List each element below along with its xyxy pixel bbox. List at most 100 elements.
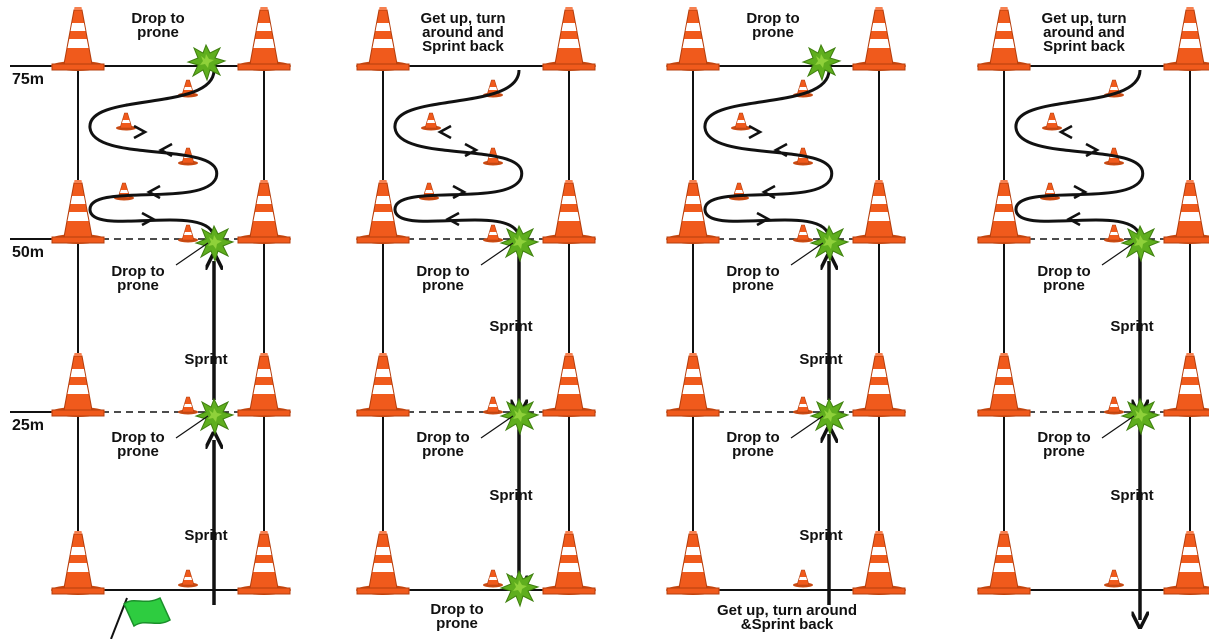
arrow-icon (1066, 211, 1081, 227)
traffic-cone-icon (420, 112, 442, 131)
arrow-icon (748, 124, 763, 140)
label-sprint-1: Sprint (799, 351, 842, 368)
label-sprint-1-line: Sprint (1110, 318, 1153, 335)
green-splat-icon (1121, 398, 1160, 435)
weave-path (1014, 69, 1145, 240)
label-top-line: Sprint back (422, 38, 504, 55)
label-sprint-1-line: Sprint (799, 351, 842, 368)
traffic-cone-icon (355, 530, 411, 596)
label-sprint-2: Sprint (489, 487, 532, 504)
green-splat-icon (802, 44, 841, 81)
traffic-cone-icon (1103, 396, 1125, 415)
label-top-line: prone (137, 24, 179, 41)
traffic-cone-icon (851, 6, 907, 72)
traffic-cone-icon (236, 352, 292, 418)
traffic-cone-icon (976, 530, 1032, 596)
label-sprint-2-line: Sprint (799, 527, 842, 544)
arrow-icon (1085, 142, 1100, 158)
weave-path (393, 69, 524, 240)
arrow-icon (761, 184, 776, 200)
green-splat-icon (195, 225, 234, 262)
label-top-line: Get up, turn (1042, 10, 1127, 27)
label-sprint-1: Sprint (184, 351, 227, 368)
label-50m-line: prone (732, 277, 774, 294)
traffic-cone-icon (665, 530, 721, 596)
traffic-cone-icon (541, 352, 597, 418)
green-splat-icon (500, 398, 539, 435)
traffic-cone-icon (730, 112, 752, 131)
traffic-cone-icon (976, 6, 1032, 72)
arrow-icon (133, 124, 148, 140)
traffic-cone-icon (1162, 179, 1209, 245)
label-top-line: prone (752, 24, 794, 41)
label-top-line: Drop to (131, 10, 184, 27)
traffic-cone-icon (792, 396, 814, 415)
label-bottom-line: prone (436, 615, 478, 632)
arrow-icon (146, 184, 161, 200)
traffic-cone-icon (541, 6, 597, 72)
traffic-cone-icon (851, 352, 907, 418)
traffic-cone-icon (113, 182, 135, 201)
label-bottom-line: Drop to (430, 601, 483, 618)
weave-path (88, 69, 219, 240)
label-top-line: Get up, turn (421, 10, 506, 27)
traffic-cone-icon (482, 569, 504, 588)
traffic-cone-icon (1103, 224, 1125, 243)
traffic-cone-icon (851, 530, 907, 596)
label-50m-line: prone (117, 277, 159, 294)
traffic-cone-icon (1162, 352, 1209, 418)
label-25m-line: prone (1043, 443, 1085, 460)
label-50m-line: Drop to (111, 263, 164, 280)
label-top-line: Sprint back (1043, 38, 1125, 55)
traffic-cone-icon (851, 179, 907, 245)
green-splat-icon (810, 398, 849, 435)
arrow-icon (773, 142, 788, 158)
green-splat-icon (810, 225, 849, 262)
traffic-cone-icon (665, 6, 721, 72)
traffic-cone-icon (482, 396, 504, 415)
traffic-cone-icon (177, 224, 199, 243)
arrow-icon (464, 142, 479, 158)
distance-markers: 75m 50m 25m (10, 65, 78, 434)
arrow-icon (141, 211, 156, 227)
label-sprint-2-line: Sprint (489, 487, 532, 504)
marker-75m: 75m (12, 71, 44, 88)
traffic-cone-icon (236, 179, 292, 245)
label-bottom-line: Get up, turn around (717, 602, 857, 619)
traffic-cone-icon (1162, 530, 1209, 596)
label-sprint-1-line: Sprint (489, 318, 532, 335)
label-25m-line: Drop to (1037, 429, 1090, 446)
traffic-cone-icon (50, 179, 106, 245)
traffic-cone-icon (728, 182, 750, 201)
traffic-cone-icon (50, 6, 106, 72)
label-25m-line: Drop to (111, 429, 164, 446)
traffic-cone-icon (50, 530, 106, 596)
label-50m-line: prone (422, 277, 464, 294)
label-25m-line: prone (117, 443, 159, 460)
label-bottom: Get up, turn around&Sprint back (717, 602, 857, 633)
label-top-line: around and (1043, 24, 1125, 41)
arrow-icon (437, 124, 452, 140)
arrow-icon (158, 142, 173, 158)
marker-25m: 25m (12, 417, 44, 434)
label-sprint-2: Sprint (799, 527, 842, 544)
arrow-icon (1058, 124, 1073, 140)
traffic-cone-icon (665, 179, 721, 245)
label-sprint-1-line: Sprint (184, 351, 227, 368)
traffic-cone-icon (1103, 569, 1125, 588)
label-sprint-2: Sprint (1110, 487, 1153, 504)
green-splat-icon (195, 398, 234, 435)
traffic-cone-icon (418, 182, 440, 201)
